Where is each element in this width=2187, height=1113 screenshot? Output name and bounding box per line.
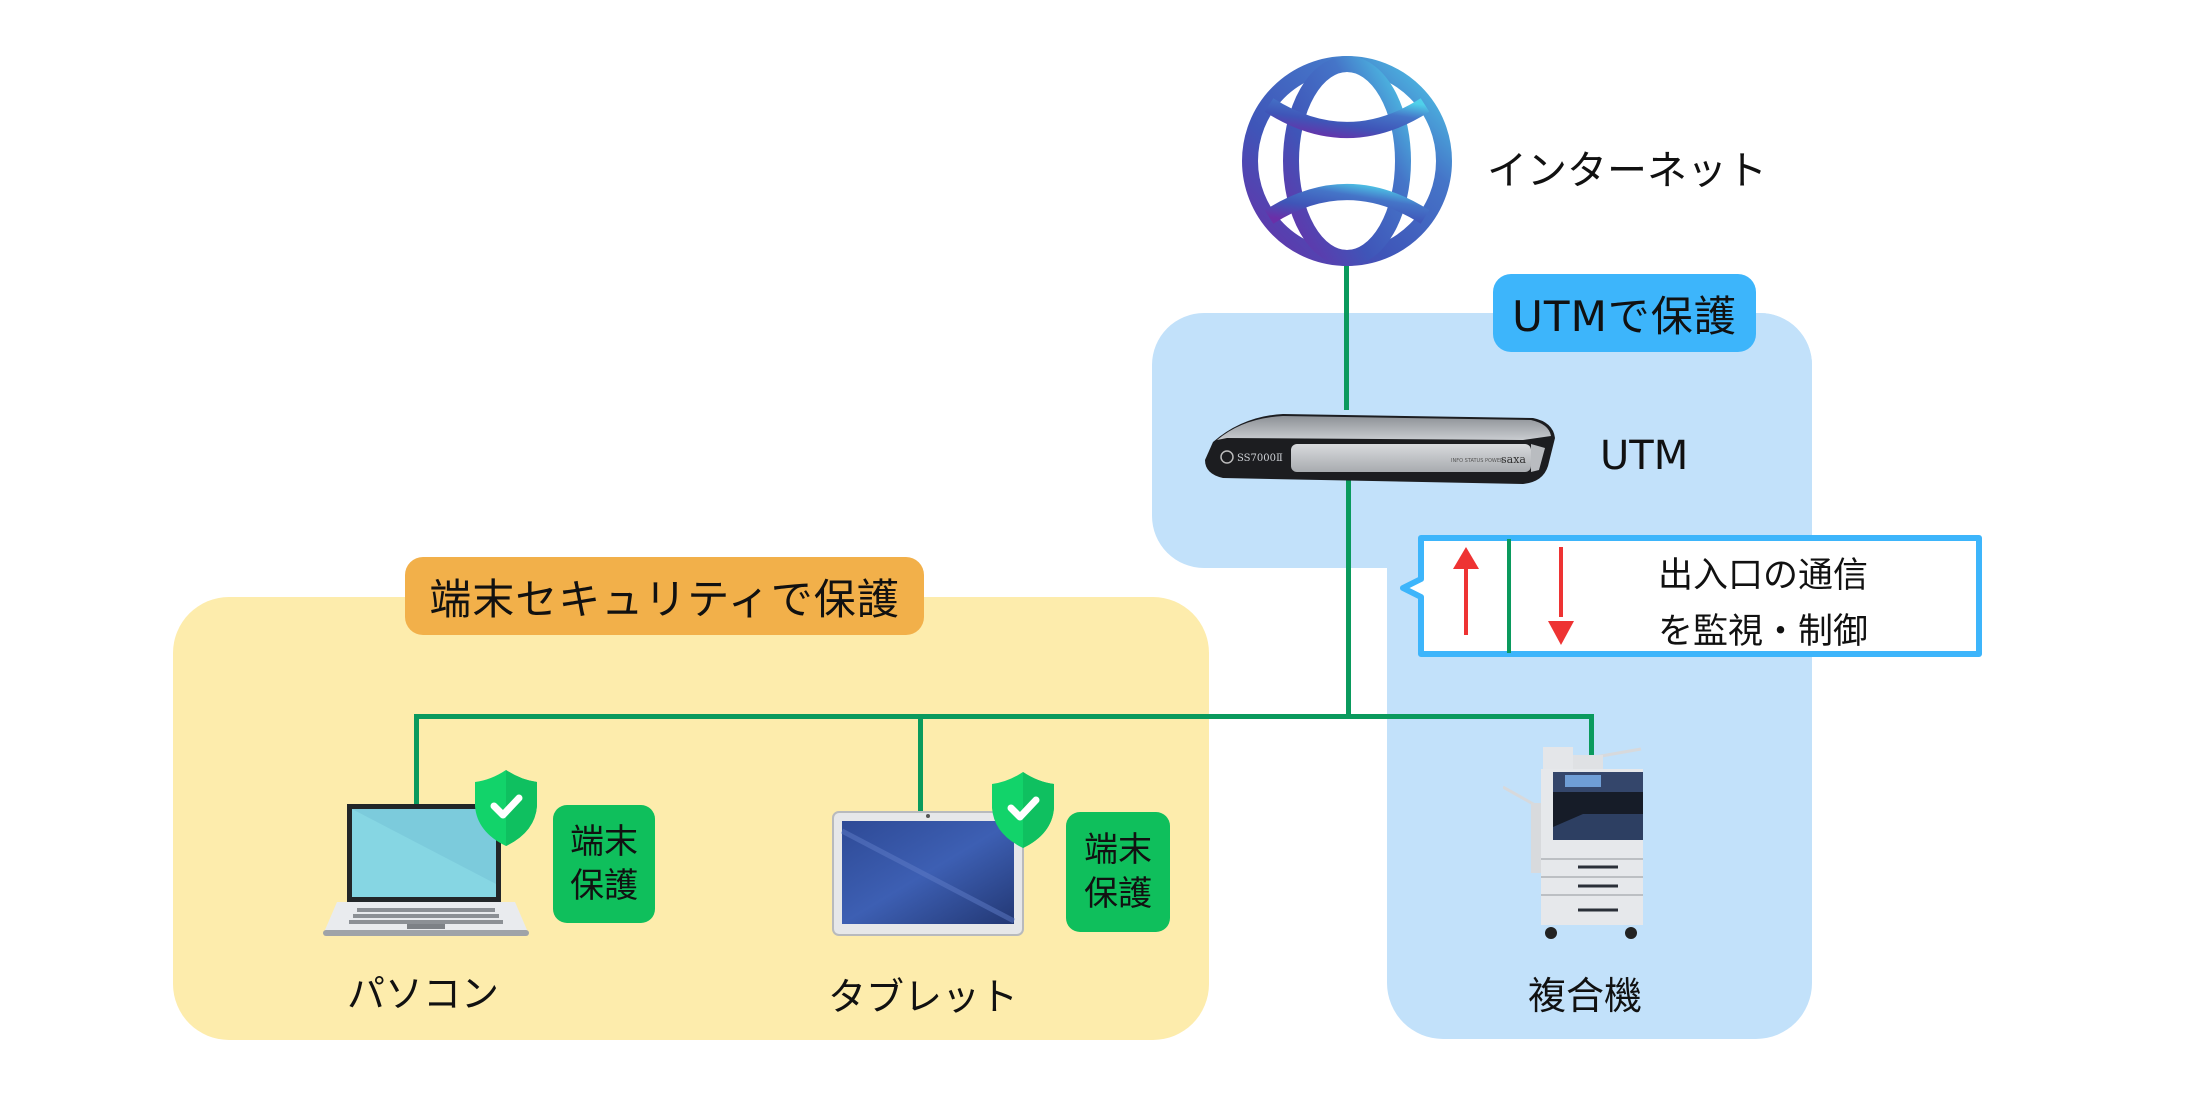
- printer-icon: [1502, 747, 1645, 943]
- tablet-label: タブレット: [828, 975, 1019, 1019]
- globe-icon: [1241, 55, 1453, 267]
- badge-line-2: 保護: [1084, 874, 1152, 914]
- callout-line-2: を監視・制御: [1658, 612, 1869, 652]
- badge-line-1: 端末: [1084, 830, 1152, 870]
- callout-line-1: 出入口の通信: [1658, 556, 1869, 596]
- badge-line-1: 端末: [570, 822, 638, 862]
- badge-line-2: 保護: [570, 866, 638, 906]
- line-horizontal-bus: [414, 714, 1594, 719]
- svg-text:saxa: saxa: [1501, 453, 1526, 466]
- utm-device-icon: SS7000Ⅱ INFO STATUS POWER saxa: [1203, 408, 1558, 488]
- utm-label: UTM: [1600, 433, 1689, 479]
- line-to-mfp: [1589, 714, 1594, 755]
- up-arrow-icon: [1453, 547, 1479, 635]
- traffic-control-callout: [1400, 535, 1982, 657]
- internet-label: インターネット: [1487, 148, 1767, 194]
- utm-protection-tag: UTMで保護: [1493, 274, 1756, 352]
- tablet-icon: [832, 811, 1024, 936]
- laptop-shield-check-icon: [473, 768, 539, 848]
- line-utm-switch: [1346, 480, 1351, 719]
- line-to-tablet: [918, 714, 923, 812]
- down-arrow-icon: [1548, 547, 1574, 645]
- endpoint-security-tag: 端末セキュリティで保護: [405, 557, 924, 635]
- laptop-protection-badge: 端末 保護: [553, 805, 655, 923]
- mfp-label: 複合機: [1528, 974, 1643, 1018]
- line-internet-utm: [1344, 255, 1349, 410]
- svg-text:INFO STATUS POWER: INFO STATUS POWER: [1451, 458, 1504, 464]
- utm-model-text: SS7000Ⅱ: [1237, 453, 1283, 464]
- laptop-icon: [323, 804, 529, 940]
- callout-text: 出入口の通信 を監視・制御: [1658, 548, 1868, 660]
- laptop-label: パソコン: [347, 972, 500, 1016]
- tablet-shield-check-icon: [990, 770, 1056, 850]
- line-to-laptop: [414, 714, 419, 806]
- tablet-protection-badge: 端末 保護: [1066, 812, 1170, 932]
